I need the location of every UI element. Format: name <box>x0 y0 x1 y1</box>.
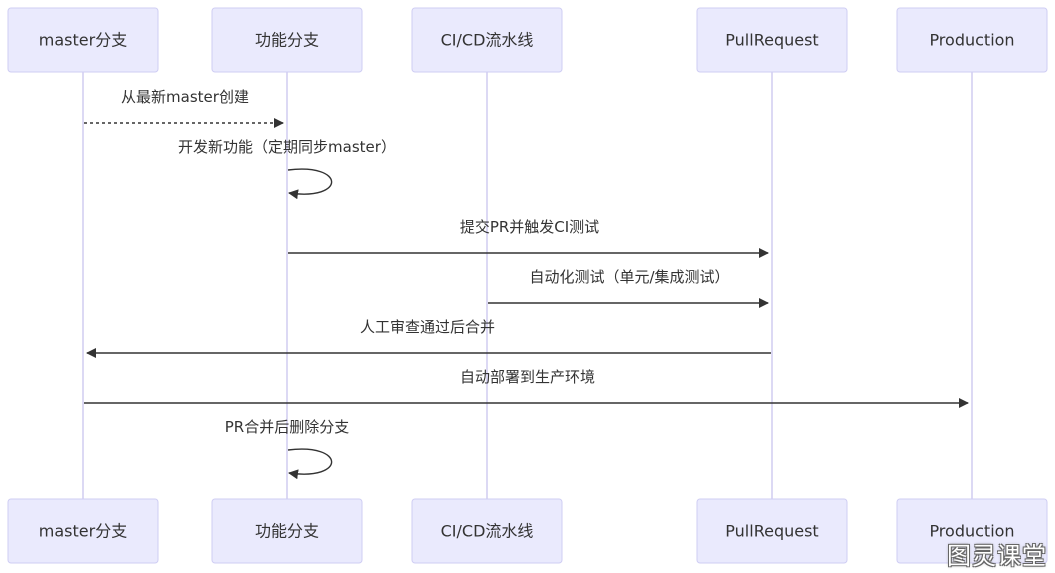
actor-box <box>211 498 363 564</box>
actor-label: Production <box>929 522 1014 541</box>
actor-box <box>7 7 159 73</box>
actor-label: CI/CD流水线 <box>441 31 534 50</box>
message-7: PR合并后删除分支 <box>225 418 349 480</box>
message-2: 开发新功能（定期同步master） <box>178 138 396 200</box>
self-arrow <box>287 168 333 200</box>
actor-box <box>411 7 563 73</box>
actor-prod-bottom: Production <box>896 498 1048 564</box>
actor-box <box>696 498 848 564</box>
message-label: 开发新功能（定期同步master） <box>178 138 396 156</box>
message-6: 自动部署到生产环境 <box>84 368 969 408</box>
actor-box <box>696 7 848 73</box>
actor-label: Production <box>929 31 1014 50</box>
actor-label: PullRequest <box>725 522 818 541</box>
actor-master-top: master分支 <box>7 7 159 73</box>
actor-cicd-top: CI/CD流水线 <box>411 7 563 73</box>
actor-box <box>411 498 563 564</box>
message-5: 人工审查通过后合并 <box>86 318 771 358</box>
message-label: PR合并后删除分支 <box>225 418 349 436</box>
actor-label: CI/CD流水线 <box>441 522 534 541</box>
actor-box <box>211 7 363 73</box>
message-label: 自动化测试（单元/集成测试） <box>529 268 729 286</box>
actor-feature-bottom: 功能分支 <box>211 498 363 564</box>
actor-cicd-bottom: CI/CD流水线 <box>411 498 563 564</box>
actor-master-bottom: master分支 <box>7 498 159 564</box>
message-3: 提交PR并触发CI测试 <box>288 218 769 258</box>
watermark: 图灵课堂 <box>947 542 1047 570</box>
actor-box <box>896 498 1048 564</box>
self-arrow <box>287 448 333 480</box>
actor-label: 功能分支 <box>255 31 319 50</box>
actor-box <box>7 498 159 564</box>
message-label: 从最新master创建 <box>121 88 249 106</box>
message-1: 从最新master创建 <box>84 88 284 128</box>
actor-pr-bottom: PullRequest <box>696 498 848 564</box>
message-label: 人工审查通过后合并 <box>360 318 495 336</box>
message-4: 自动化测试（单元/集成测试） <box>488 268 769 308</box>
message-label: 自动部署到生产环境 <box>460 368 595 386</box>
actor-label: master分支 <box>39 31 127 50</box>
actor-pr-top: PullRequest <box>696 7 848 73</box>
actor-label: master分支 <box>39 522 127 541</box>
actor-label: PullRequest <box>725 31 818 50</box>
actor-box <box>896 7 1048 73</box>
actor-prod-top: Production <box>896 7 1048 73</box>
actor-label: 功能分支 <box>255 522 319 541</box>
message-label: 提交PR并触发CI测试 <box>460 218 599 236</box>
actor-feature-top: 功能分支 <box>211 7 363 73</box>
